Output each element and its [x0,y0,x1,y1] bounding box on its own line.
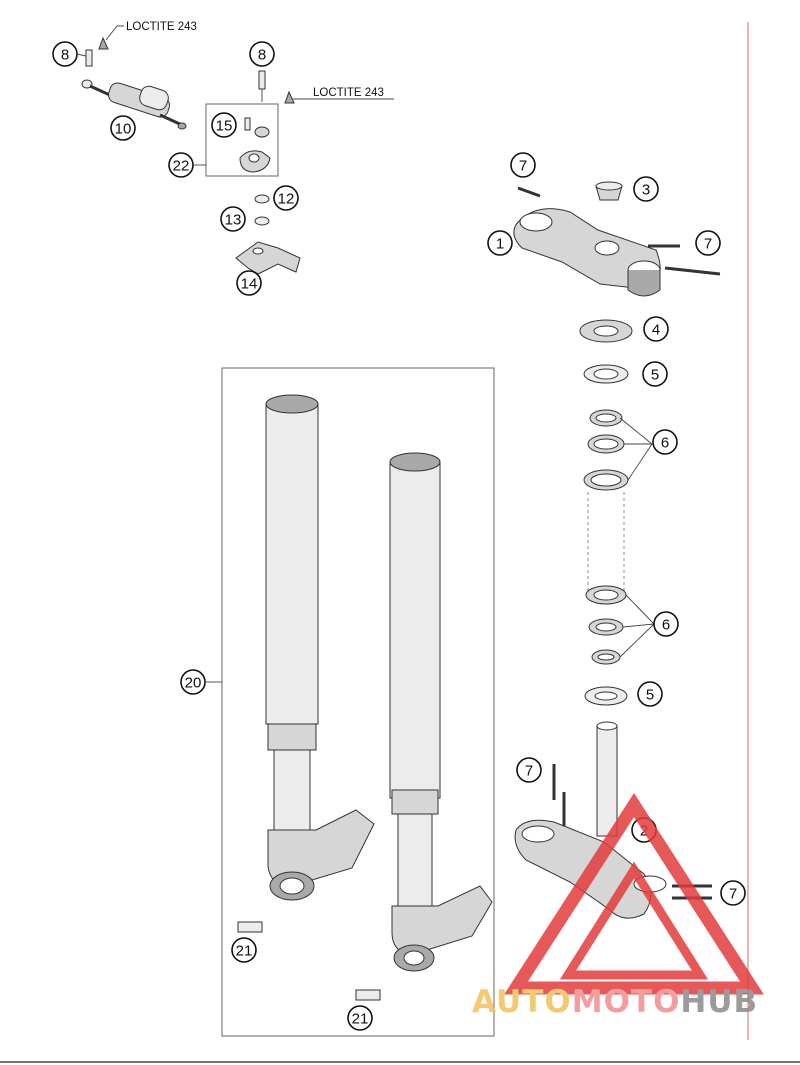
svg-text:7: 7 [519,158,527,175]
fork-20-box [221,367,495,1037]
bolts-21-right [355,989,381,1001]
svg-text:4: 4 [652,322,660,339]
loctite-drop-2 [284,90,295,104]
svg-text:7: 7 [704,236,712,253]
callout-10: 10 [110,115,136,141]
svg-text:15: 15 [216,118,233,135]
svg-text:1: 1 [496,236,504,253]
callout-3: 3 [633,176,659,202]
svg-text:7: 7 [729,886,737,903]
bolt-7-a [517,186,541,198]
callout-4: 4 [643,316,669,342]
svg-text:7: 7 [525,763,533,780]
watermark-logo: AUTOMOTOHUB [472,793,764,1020]
svg-text:5: 5 [651,367,659,384]
svg-text:20: 20 [185,675,202,692]
svg-text:10: 10 [115,121,132,138]
bolt-8-left [85,49,93,67]
svg-text:3: 3 [642,182,650,199]
callout-13: 13 [220,206,246,232]
bolt-8-right [258,70,266,90]
callout-5-top: 5 [642,361,668,387]
washer-12 [254,194,270,204]
svg-text:14: 14 [241,276,258,293]
fork-leg-right [389,452,493,972]
loctite-drop-1 [98,36,109,50]
screw-15 [244,117,251,131]
bracket-14 [235,241,301,275]
loctite-note-2: LOCTITE 243 [313,87,384,99]
callout-15: 15 [211,112,237,138]
watermark-triangle [504,793,764,995]
svg-text:8: 8 [61,47,69,64]
steering-stem [596,725,618,837]
callout-14: 14 [236,270,262,296]
callout-12: 12 [273,185,299,211]
fork-leg-left [265,394,375,901]
clamp-kit-group: LOCTITE 243 [205,70,394,275]
steering-damper-group: LOCTITE 243 [81,21,197,130]
washer-13 [254,216,270,226]
svg-text:8: 8 [258,47,266,64]
svg-text:22: 22 [173,158,190,175]
callout-7-right: 7 [695,230,721,256]
callout-5-bottom: 5 [637,681,663,707]
watermark-text: AUTOMOTOHUB [472,984,758,1020]
callout-7-top: 7 [510,152,536,178]
callout-8-right: 8 [249,41,275,67]
loctite-note-1: LOCTITE 243 [126,21,197,33]
callout-21-left: 21 [231,937,257,963]
callout-6-top: 6 [652,429,678,455]
svg-text:21: 21 [236,943,253,960]
callout-21-right: 21 [347,1005,373,1031]
steering-damper [81,79,187,130]
callout-7-lower-right: 7 [720,880,746,906]
svg-text:5: 5 [646,687,654,704]
callout-8-left: 8 [52,41,78,67]
bolts-21-left [237,921,263,933]
svg-text:6: 6 [661,435,669,452]
bearing-stack [579,319,655,706]
callout-7-lower-left: 7 [516,757,542,783]
upper-triple-clamp [513,181,721,297]
svg-text:13: 13 [225,212,242,229]
svg-text:12: 12 [278,191,295,208]
bolt-7-c [664,266,721,276]
svg-text:6: 6 [662,617,670,634]
callout-6-bottom: 6 [653,611,679,637]
kit-22-box [205,103,279,177]
svg-text:21: 21 [352,1011,369,1028]
callout-22: 22 [168,152,194,178]
washer-15 [254,126,270,138]
callout-1: 1 [487,230,513,256]
callout-20: 20 [180,669,206,695]
